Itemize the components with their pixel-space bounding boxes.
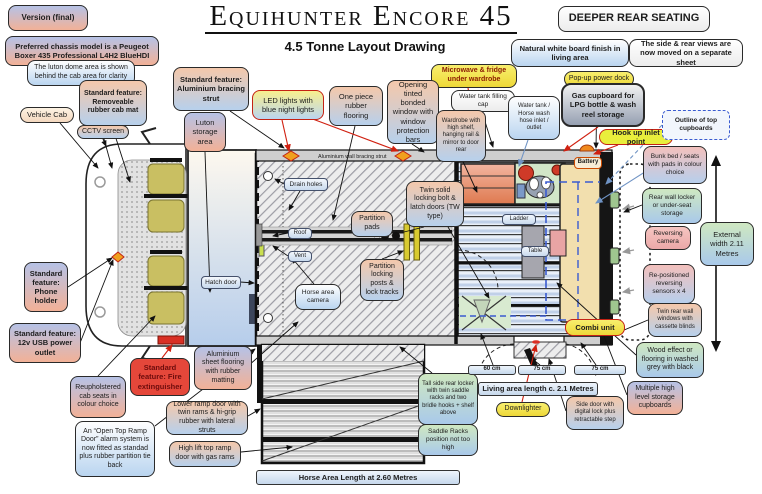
rear-ramp-shape	[257, 343, 426, 465]
callout-multi-cupboards: Multiple high level storage cupboards	[627, 381, 683, 415]
label-table: Table	[521, 246, 549, 257]
page-subtitle: 4.5 Tonne Layout Drawing	[284, 39, 446, 54]
callout-reupholstered-seats: Reupholstered cab seats in colour choice	[70, 376, 126, 418]
callout-partition-locking: Partition locking posts & lock tracks	[360, 259, 404, 301]
svg-text:Aluminium wall bracing strut: Aluminium wall bracing strut	[318, 154, 387, 160]
callout-alu-sheet-floor: Aluminium sheet flooring with rubber mat…	[194, 346, 252, 390]
callout-side-rear-views: The side & rear views are now moved on a…	[629, 39, 743, 67]
callout-bunk-bed: Bunk bed / seats with pads in colour cho…	[643, 146, 707, 184]
dim-75cm-b: 75 cm	[574, 365, 626, 375]
callout-side-door: Side door with digital lock plus retract…	[566, 396, 624, 430]
label-drain-holes: Drain holes	[284, 178, 328, 191]
callout-usb-outlet: Standard feature: 12v USB power outlet	[9, 323, 81, 363]
callout-wardrobe: Wardrobe with high shelf, hanging rail &…	[436, 110, 486, 162]
callout-reversing-sensors: Re-positioned reversing sensors x 4	[643, 264, 695, 304]
callout-high-lift-ramp: High lift top ramp door with gas rams	[169, 441, 241, 467]
dim-75cm-a: 75 cm	[518, 365, 566, 375]
dim-60cm: 60 cm	[468, 365, 516, 375]
label-ladder: Ladder	[502, 214, 536, 225]
callout-external-width: External width 2.11 Metres	[700, 222, 754, 266]
vehicle-cab-shape	[85, 127, 188, 363]
callout-phone-holder: Standard feature: Phone holder	[24, 262, 68, 312]
callout-led-lights: LED lights with blue night lights	[252, 90, 324, 120]
rear-wall-shape	[600, 152, 651, 345]
callout-removeable-mat: Standard feature: Removeable rubber cab …	[79, 80, 147, 126]
callout-rear-wall-locker: Rear wall locker or under-seat storage	[642, 188, 702, 224]
luton-storage-shape	[187, 149, 257, 347]
callout-reversing-camera: Reversing camera	[645, 226, 691, 250]
callout-luton-storage: Luton storage area	[184, 112, 226, 152]
label-roof: Roof	[288, 228, 312, 239]
callout-one-piece-floor: One piece rubber flooring	[329, 86, 383, 126]
callout-deeper-rear-seating: DEEPER REAR SEATING	[558, 6, 710, 32]
blue-connector-arrows	[518, 124, 663, 204]
label-vent: Vent	[288, 251, 312, 262]
page-title: Equihunter Encore 45	[180, 0, 542, 34]
callout-horse-camera: Horse area camera	[295, 284, 341, 310]
callout-microwave-fridge: Microwave & fridge under wardrobe	[431, 64, 517, 88]
callout-twin-solid-locks: Twin solid locking bolt & latch doors (T…	[406, 181, 464, 227]
label-battery: Battery	[574, 157, 602, 169]
callout-saddle-racks: Saddle Racks position not too high	[418, 424, 478, 456]
callout-open-top-alarm: An “Open Top Ramp Door” alarm system is …	[75, 421, 155, 477]
callout-top-cupboards: Outline of top cupboards	[662, 110, 730, 140]
callout-natural-white-board: Natural white board finish in living are…	[511, 39, 629, 67]
callout-alu-bracing-strut: Standard feature: Aluminium bracing stru…	[173, 67, 249, 111]
dim-horse-length: Horse Area Length at 2.60 Metres	[256, 470, 460, 485]
version-badge: Version (final)	[8, 5, 88, 31]
callout-wood-effect: Wood effect or flooring in washed grey w…	[636, 342, 704, 378]
callout-downlighter: Downlighter	[496, 402, 550, 417]
callout-water-tank-hose: Water tank / Horse wash hose inlet / out…	[508, 96, 560, 140]
callout-opening-window: Opening tinted bonded window with window…	[387, 80, 439, 144]
callout-twin-rear-windows: Twin rear wall windows with cassette bli…	[648, 303, 702, 337]
callout-lower-ramp: Lower ramp door with twin rams & hi-grip…	[166, 401, 248, 435]
callout-cctv-screen: CCTV screen	[77, 125, 129, 139]
callout-partition-pads: Partition pads	[351, 211, 393, 237]
dim-living-length: Living area length c. 2.1 Metres	[478, 382, 598, 396]
label-hatch-door: Hatch door	[201, 276, 241, 289]
callout-combi-unit: Combi unit	[565, 319, 625, 336]
callout-gas-cupboard: Gas cupboard for LPG bottle & wash reel …	[561, 83, 645, 127]
callout-water-tank-cap: Water tank filling cap	[451, 90, 515, 112]
callout-fire-extinguisher: Standard feature: Fire extinguisher	[130, 358, 190, 396]
callout-vehicle-cab: Vehicle Cab	[20, 107, 74, 123]
callout-tall-locker: Tall side rear locker with twin saddle r…	[418, 373, 478, 425]
